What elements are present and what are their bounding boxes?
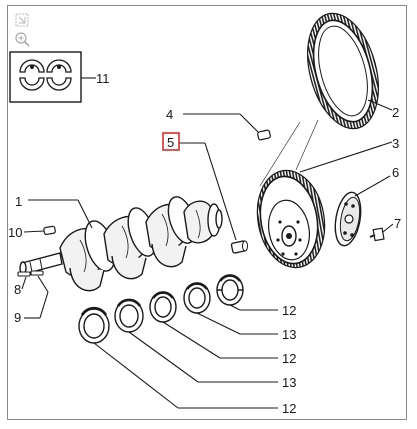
callout-4[interactable]: 4 xyxy=(166,107,173,122)
callout-12-c[interactable]: 12 xyxy=(282,401,296,416)
crankshaft xyxy=(19,196,223,292)
main-bearing-shells xyxy=(78,274,244,344)
dowel-pin xyxy=(257,129,271,141)
ring-gear xyxy=(307,12,379,130)
callout-13-b[interactable]: 13 xyxy=(282,375,296,390)
callout-labels: 11 2 3 4 5 6 7 1 10 8 9 12 13 12 13 12 xyxy=(8,71,401,416)
callout-1[interactable]: 1 xyxy=(15,194,22,209)
callout-2[interactable]: 2 xyxy=(392,105,399,120)
callout-5[interactable]: 5 xyxy=(167,135,174,150)
callout-8[interactable]: 8 xyxy=(14,282,21,297)
callout-12-a[interactable]: 12 xyxy=(282,303,296,318)
oil-plug xyxy=(43,225,56,236)
flywheel-hub-plate xyxy=(334,191,362,247)
callout-12-b[interactable]: 12 xyxy=(282,351,296,366)
callout-7[interactable]: 7 xyxy=(394,216,401,231)
leader-lines xyxy=(21,77,394,409)
callout-9[interactable]: 9 xyxy=(14,310,21,325)
callout-3[interactable]: 3 xyxy=(392,136,399,151)
callout-13-a[interactable]: 13 xyxy=(282,327,296,342)
woodruff-keys xyxy=(17,270,44,277)
callout-6[interactable]: 6 xyxy=(392,165,399,180)
zoom-in-icon[interactable] xyxy=(14,31,30,47)
bearing-kit-inset xyxy=(9,51,82,103)
fit-page-icon[interactable] xyxy=(14,12,30,28)
callout-11[interactable]: 11 xyxy=(96,71,110,86)
flywheel-bolt xyxy=(369,227,385,242)
thrust-washer-icon xyxy=(19,59,72,91)
pilot-bushing xyxy=(230,240,248,254)
callout-10[interactable]: 10 xyxy=(8,225,22,240)
selected-callout-highlight xyxy=(162,132,180,151)
flywheel xyxy=(256,169,326,269)
